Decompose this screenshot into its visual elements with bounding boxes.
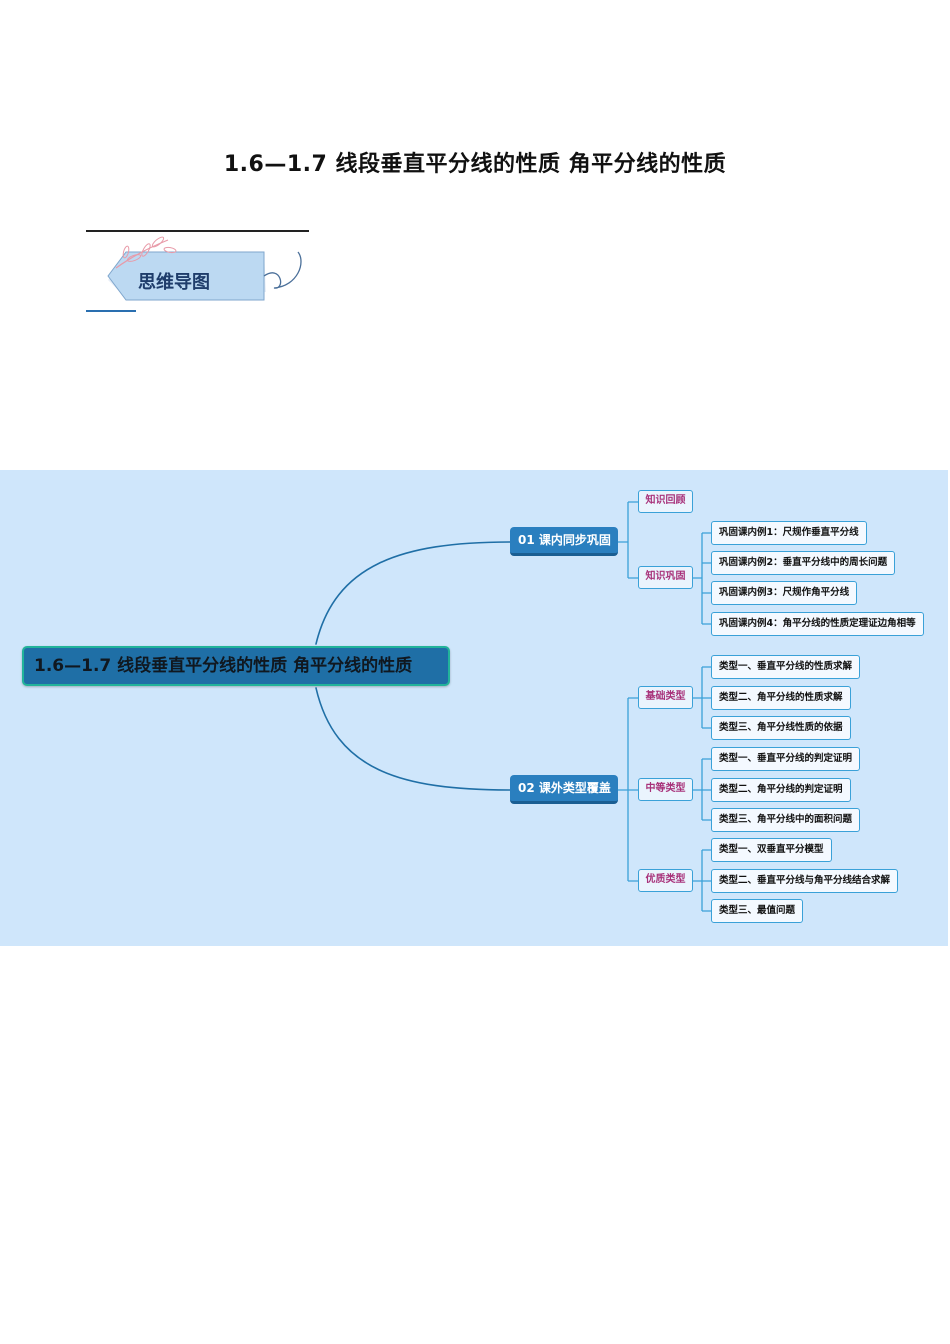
connector-advanced-leaves [693, 849, 711, 912]
leaf-medium-2: 类型二、角平分线的判定证明 [711, 778, 851, 802]
section-badge-label: 思维导图 [138, 272, 210, 293]
branch-extracurricular: 02 课外类型覆盖 [510, 775, 618, 804]
section-badge: 思维导图 [86, 228, 316, 318]
leaf-example-2: 巩固课内例2：垂直平分线中的周长问题 [711, 551, 896, 575]
mind-map-root: 1.6—1.7 线段垂直平分线的性质 角平分线的性质 [22, 646, 450, 686]
leaf-medium-3: 类型三、角平分线中的面积问题 [711, 808, 861, 832]
leaf-example-4: 巩固课内例4：角平分线的性质定理证边角相等 [711, 612, 924, 636]
leaf-advanced-1: 类型一、双垂直平分模型 [711, 838, 832, 862]
page-title: 1.6—1.7 线段垂直平分线的性质 角平分线的性质 [223, 152, 727, 177]
leaf-basic-1: 类型一、垂直平分线的性质求解 [711, 655, 861, 679]
leaf-example-1: 巩固课内例1：尺规作垂直平分线 [711, 521, 867, 545]
connector-branch2-subs [618, 697, 638, 882]
leaf-advanced-3: 类型三、最值问题 [711, 899, 804, 923]
branch-in-class: 01 课内同步巩固 [510, 527, 618, 556]
badge-bottom-rule [86, 310, 136, 312]
mind-map-connectors [315, 501, 711, 912]
sub-basic-types: 基础类型 [638, 686, 693, 709]
sub-medium-types: 中等类型 [638, 778, 693, 801]
connector-basic-leaves [693, 666, 711, 729]
connector-medium-leaves [693, 758, 711, 821]
badge-ribbon-icon [107, 236, 302, 301]
leaf-example-3: 巩固课内例3：尺规作角平分线 [711, 581, 858, 605]
connector-root-branch2 [315, 687, 511, 791]
leaf-medium-1: 类型一、垂直平分线的判定证明 [711, 747, 861, 771]
leaf-sprig-icon [115, 236, 177, 269]
connector-sub2-leaves [693, 532, 711, 625]
connector-branch1-subs [618, 501, 638, 579]
leaf-basic-3: 类型三、角平分线性质的依据 [711, 716, 851, 740]
sub-knowledge-review: 知识回顾 [638, 490, 693, 513]
sub-advanced-types: 优质类型 [638, 869, 693, 892]
connector-root-branch1 [315, 541, 511, 645]
sub-knowledge-consolidation: 知识巩固 [638, 566, 693, 589]
badge-top-rule [86, 230, 309, 232]
mind-map: 1.6—1.7 线段垂直平分线的性质 角平分线的性质 01 课内同步巩固 知识回… [0, 470, 948, 946]
leaf-basic-2: 类型二、角平分线的性质求解 [711, 686, 851, 710]
leaf-advanced-2: 类型二、垂直平分线与角平分线结合求解 [711, 869, 899, 893]
